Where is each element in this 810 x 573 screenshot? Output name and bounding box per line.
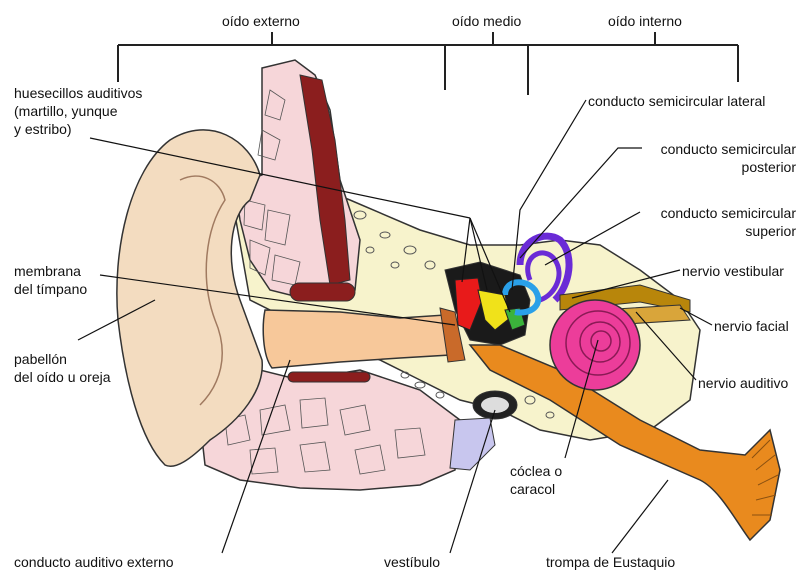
label-superior-canal: conducto semicircular superior [661,204,796,240]
label-eustachian: trompa de Eustaquio [546,553,675,571]
label-cochlea-line1: cóclea o [510,462,562,480]
section-bracket [118,32,738,95]
label-pinna-line1: pabellón [14,350,111,368]
label-vestibule: vestíbulo [384,553,440,571]
label-pinna-line2: del oído u oreja [14,368,111,386]
label-ossicles-line1: huesecillos auditivos [14,84,142,102]
label-posterior-canal: conducto semicircular posterior [661,140,796,176]
label-lateral-canal: conducto semicircular lateral [588,92,765,110]
label-cochlea-line2: caracol [510,480,562,498]
lavender-tissue [450,418,495,470]
label-posterior-canal-line2: posterior [661,158,796,176]
label-auditory-nerve: nervio auditivo [698,374,788,392]
label-middle-ear: oído medio [452,12,521,30]
label-posterior-canal-line1: conducto semicircular [661,140,796,158]
label-ossicles-line2: (martillo, yunque [14,102,142,120]
label-outer-ear: oído externo [222,12,300,30]
label-eardrum-line2: del tímpano [14,280,87,298]
cochlea-shape [550,300,640,390]
label-pinna: pabellón del oído u oreja [14,350,111,386]
label-ossicles-line3: y estribo) [14,120,142,138]
label-eardrum-line1: membrana [14,262,87,280]
label-facial-nerve: nervio facial [714,317,789,335]
label-ear-canal: conducto auditivo externo [14,553,174,571]
vessel-lower [288,372,370,382]
label-superior-canal-line1: conducto semicircular [661,204,796,222]
label-eardrum: membrana del tímpano [14,262,87,298]
label-inner-ear: oído interno [608,12,682,30]
label-superior-canal-line2: superior [661,222,796,240]
muscle-lower [290,283,355,301]
label-cochlea: cóclea o caracol [510,462,562,498]
label-vestibular-nerve: nervio vestibular [682,262,784,280]
label-ossicles: huesecillos auditivos (martillo, yunque … [14,84,142,138]
